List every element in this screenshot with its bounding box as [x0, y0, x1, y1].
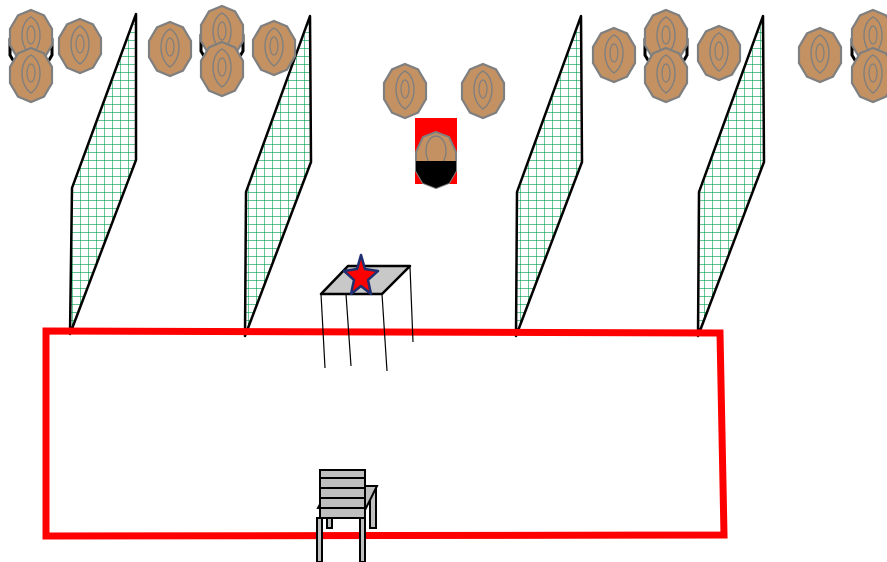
paper-target-8: [382, 62, 428, 120]
start-star-icon: [342, 253, 380, 296]
hard-cover-target: [415, 118, 457, 190]
start-table: [319, 253, 414, 372]
paper-target-13: [696, 24, 742, 82]
paper-target-9: [460, 62, 506, 120]
paper-target-4: [147, 20, 193, 78]
chair-front-leg-right: [359, 517, 366, 562]
mesh-walls: [68, 12, 766, 338]
chair-icon: [316, 469, 379, 562]
paper-targets: [8, 4, 887, 120]
paper-target-3: [57, 17, 103, 75]
paper-target-10: [591, 26, 637, 84]
mesh-wall-3: [514, 14, 584, 338]
paper-target-12: [643, 46, 689, 104]
paper-target-14: [797, 26, 843, 84]
mesh-wall-2: [243, 14, 313, 338]
paper-target-16: [850, 46, 887, 104]
table-leg-3: [381, 293, 388, 372]
shooting-box: [42, 327, 728, 540]
paper-target-2: [8, 46, 54, 104]
paper-target-6: [199, 40, 245, 98]
table-leg-2: [345, 293, 352, 367]
paper-target-7: [251, 19, 297, 77]
mesh-wall-4: [696, 14, 766, 338]
chair-front-leg-left: [316, 517, 323, 562]
mesh-wall-1: [68, 12, 138, 336]
table-leg-1: [320, 293, 326, 369]
table-leg-4: [409, 266, 414, 343]
